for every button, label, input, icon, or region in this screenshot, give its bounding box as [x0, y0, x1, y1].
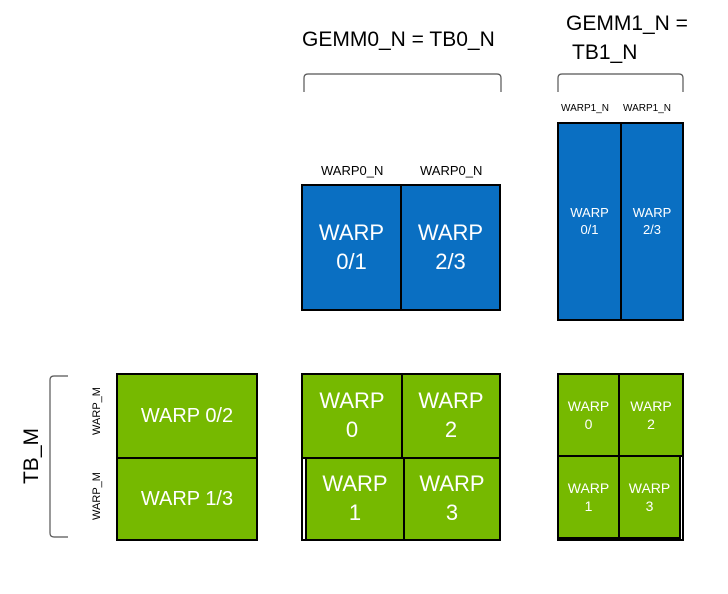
gemm1-n-label-line2: TB1_N	[572, 41, 638, 64]
c0-tile: WARP 1	[305, 457, 405, 541]
tb-m-brace	[49, 375, 68, 538]
warp1-n-label-1: WARP1_N	[561, 103, 609, 114]
b0-tile: WARP 2/3	[400, 184, 501, 311]
a-tile: WARP 0/2	[116, 373, 258, 459]
warp0-n-label-2: WARP0_N	[420, 163, 483, 178]
b1-block: WARP 0/1 WARP 2/3	[557, 122, 684, 321]
warp-m-label-2: WARP_M	[91, 472, 103, 520]
c1-tile: WARP 2	[618, 373, 684, 457]
gemm0-n-label: GEMM0_N = TB0_N	[302, 28, 495, 51]
c0-block: WARP 0 WARP 2 WARP 1 WARP 3	[301, 373, 501, 541]
b0-tile: WARP 0/1	[301, 184, 402, 311]
warp0-n-label-1: WARP0_N	[321, 163, 384, 178]
tb-m-label: TB_M	[20, 428, 43, 485]
c1-tile: WARP 3	[618, 455, 681, 539]
c0-tile: WARP 0	[301, 373, 403, 459]
c0-tile: WARP 2	[401, 373, 501, 459]
b0-block: WARP 0/1 WARP 2/3	[301, 184, 501, 311]
gemm1-n-label-line1: GEMM1_N =	[566, 12, 688, 35]
c1-tile: WARP 0	[557, 373, 620, 457]
gemm1-brace	[557, 73, 684, 92]
b1-tile: WARP 0/1	[557, 122, 622, 321]
a-tile: WARP 1/3	[116, 457, 258, 541]
c0-tile: WARP 3	[403, 457, 501, 541]
c1-tile: WARP 1	[557, 455, 620, 539]
c1-block: WARP 0 WARP 2 WARP 1 WARP 3	[557, 373, 684, 541]
warp-m-label-1: WARP_M	[91, 387, 103, 435]
warp1-n-label-2: WARP1_N	[623, 103, 671, 114]
gemm0-brace	[303, 73, 502, 92]
a-block: WARP 0/2 WARP 1/3	[116, 373, 258, 541]
b1-tile: WARP 2/3	[620, 122, 684, 321]
